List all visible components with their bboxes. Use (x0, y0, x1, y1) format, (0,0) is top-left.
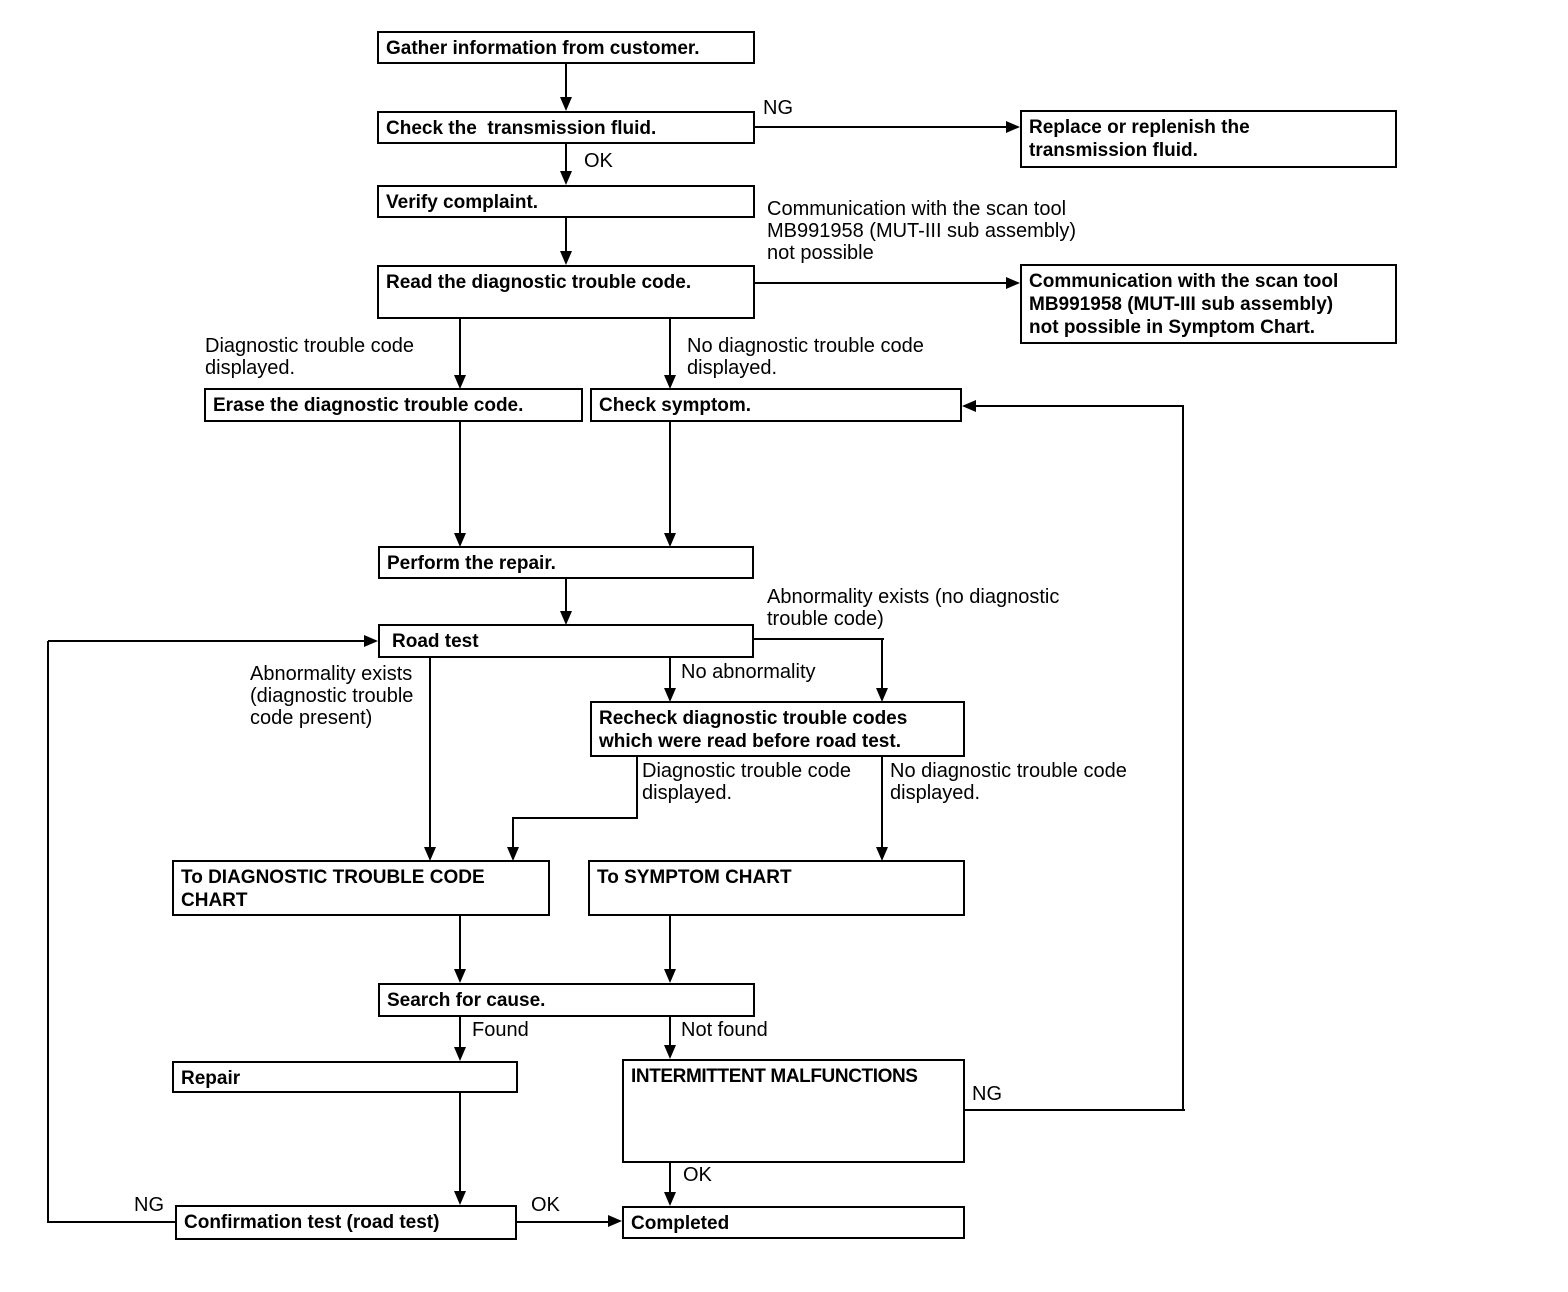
arrow-right-icon (608, 1215, 622, 1227)
arrow-right-icon (364, 635, 378, 647)
edge-label-ok-fluid: OK (584, 150, 613, 172)
flow-node-gather-information: Gather information from customer. (377, 31, 755, 64)
edge-label-no-dtc-displayed: No diagnostic trouble code displayed. (687, 335, 924, 379)
arrow-right-icon (1006, 121, 1020, 133)
connector-line (459, 916, 461, 971)
flow-node-check-symptom: Check symptom. (590, 388, 962, 422)
connector-line (459, 1017, 461, 1050)
edge-label-ng-intermittent: NG (972, 1083, 1002, 1105)
connector-line (754, 638, 884, 640)
connector-line (565, 144, 567, 173)
arrow-down-icon (560, 251, 572, 265)
flow-node-intermittent-malfunctions: INTERMITTENT MALFUNCTIONS (622, 1059, 965, 1163)
flow-node-replace-fluid: Replace or replenish the transmission fl… (1020, 110, 1397, 168)
connector-line (459, 319, 461, 377)
connector-line (669, 1017, 671, 1047)
edge-label-not-found: Not found (681, 1019, 768, 1041)
edge-label-ok-confirmation: OK (531, 1194, 560, 1216)
connector-line (965, 1109, 1185, 1111)
edge-label-abnormality-no-dtc: Abnormality exists (no diagnostic troubl… (767, 586, 1060, 630)
connector-line (48, 1221, 175, 1223)
arrow-down-icon (664, 969, 676, 983)
edge-label-dtc-displayed: Diagnostic trouble code displayed. (205, 335, 415, 379)
connector-line (755, 282, 1008, 284)
flow-node-to-dtc-chart: To DIAGNOSTIC TROUBLE CODE CHART (172, 860, 550, 916)
flow-node-read-dtc: Read the diagnostic trouble code. (377, 265, 755, 319)
connector-line (565, 218, 567, 253)
connector-line (755, 126, 1008, 128)
arrow-down-icon (664, 375, 676, 389)
edge-label-comm-note: Communication with the scan tool MB99195… (767, 198, 1076, 264)
connector-line (1182, 406, 1184, 1111)
flow-node-road-test: Road test (378, 624, 754, 658)
connector-line (512, 817, 638, 819)
arrow-down-icon (507, 847, 519, 861)
arrow-down-icon (424, 847, 436, 861)
arrow-down-icon (876, 688, 888, 702)
flow-node-to-symptom-chart: To SYMPTOM CHART (588, 860, 965, 916)
connector-line (636, 757, 638, 819)
arrow-down-icon (664, 533, 676, 547)
connector-line (976, 405, 1184, 407)
connector-line (512, 818, 514, 849)
edge-label-no-dtc-displayed-2: No diagnostic trouble code displayed. (890, 760, 1127, 804)
arrow-left-icon (962, 400, 976, 412)
connector-line (669, 319, 671, 377)
flow-node-confirmation-test: Confirmation test (road test) (175, 1205, 517, 1240)
arrow-down-icon (876, 847, 888, 861)
edge-label-no-abnormality: No abnormality (681, 661, 816, 683)
arrow-down-icon (454, 1191, 466, 1205)
connector-line (48, 640, 364, 642)
flow-node-verify-complaint: Verify complaint. (377, 185, 755, 218)
connector-line (881, 639, 883, 690)
connector-line (47, 641, 49, 1223)
edge-label-ok-intermittent: OK (683, 1164, 712, 1186)
flow-node-search-cause: Search for cause. (378, 983, 755, 1017)
flow-node-erase-dtc: Erase the diagnostic trouble code. (204, 388, 583, 422)
arrow-down-icon (664, 688, 676, 702)
arrow-down-icon (454, 375, 466, 389)
arrow-down-icon (664, 1045, 676, 1059)
connector-line (459, 422, 461, 535)
connector-line (459, 1093, 461, 1193)
flow-node-check-fluid: Check the transmission fluid. (377, 111, 755, 144)
edge-label-abnormality-dtc-present: Abnormality exists (diagnostic trouble c… (250, 663, 414, 729)
arrow-down-icon (560, 97, 572, 111)
arrow-down-icon (454, 1047, 466, 1061)
flow-node-recheck-dtc: Recheck diagnostic trouble codes which w… (590, 701, 965, 757)
flow-node-completed: Completed (622, 1206, 965, 1239)
flow-node-repair: Repair (172, 1061, 518, 1093)
edge-label-found: Found (472, 1019, 529, 1041)
arrow-down-icon (560, 171, 572, 185)
arrow-down-icon (560, 611, 572, 625)
edge-label-ng-confirmation: NG (134, 1194, 164, 1216)
connector-line (669, 1163, 671, 1194)
arrow-down-icon (454, 969, 466, 983)
connector-line (881, 757, 883, 849)
connector-line (517, 1221, 608, 1223)
connector-line (429, 658, 431, 849)
connector-line (669, 658, 671, 690)
arrow-down-icon (664, 1192, 676, 1206)
connector-line (669, 916, 671, 971)
arrow-down-icon (454, 533, 466, 547)
arrow-right-icon (1006, 277, 1020, 289)
edge-label-ng-fluid: NG (763, 97, 793, 119)
connector-line (565, 63, 567, 99)
flow-node-communication-not-possible: Communication with the scan tool MB99195… (1020, 264, 1397, 344)
edge-label-dtc-displayed-2: Diagnostic trouble code displayed. (642, 760, 852, 804)
flow-node-perform-repair: Perform the repair. (378, 546, 754, 579)
connector-line (565, 579, 567, 613)
connector-line (669, 422, 671, 535)
